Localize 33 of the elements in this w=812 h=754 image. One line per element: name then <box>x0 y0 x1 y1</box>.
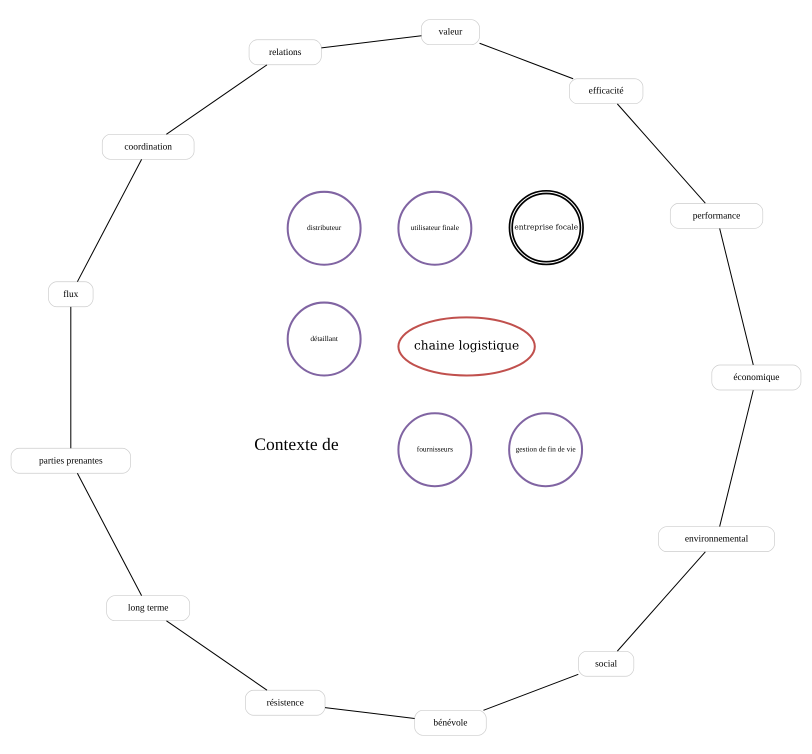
node-box: économique <box>711 364 802 390</box>
connector <box>76 158 142 282</box>
node-circle: utilisateur finale <box>397 190 472 266</box>
node-box: relations <box>248 38 322 65</box>
connector <box>616 103 706 204</box>
node-box: environnemental <box>658 526 775 552</box>
node-box: flux <box>48 280 94 307</box>
connector <box>76 472 142 596</box>
connector <box>483 673 578 710</box>
connector <box>719 228 754 364</box>
node-circle: gestion de fin de vie <box>508 412 584 487</box>
node-circle: détaillant <box>286 301 362 376</box>
node-box: parties prenantes <box>10 447 131 474</box>
node-box: performance <box>670 202 764 228</box>
node-box: long terme <box>106 594 190 620</box>
connector <box>719 390 754 526</box>
node-box: valeur <box>421 18 480 45</box>
connector <box>479 42 574 79</box>
node-box: bénévole <box>414 709 487 736</box>
node-ellipse: chaine logistique <box>397 316 536 376</box>
node-box: coordination <box>102 134 194 160</box>
connector <box>321 34 422 48</box>
connector <box>70 306 72 448</box>
node-box: efficacité <box>569 78 644 104</box>
connector <box>324 706 415 718</box>
node-circle: distributeur <box>286 190 362 266</box>
connector <box>166 64 268 134</box>
node-box: résistence <box>245 689 326 716</box>
connector <box>166 620 268 690</box>
label: Contexte de <box>254 433 339 454</box>
node-circle: fournisseurs <box>397 412 472 487</box>
connector <box>616 550 706 651</box>
node-box: social <box>578 650 634 676</box>
